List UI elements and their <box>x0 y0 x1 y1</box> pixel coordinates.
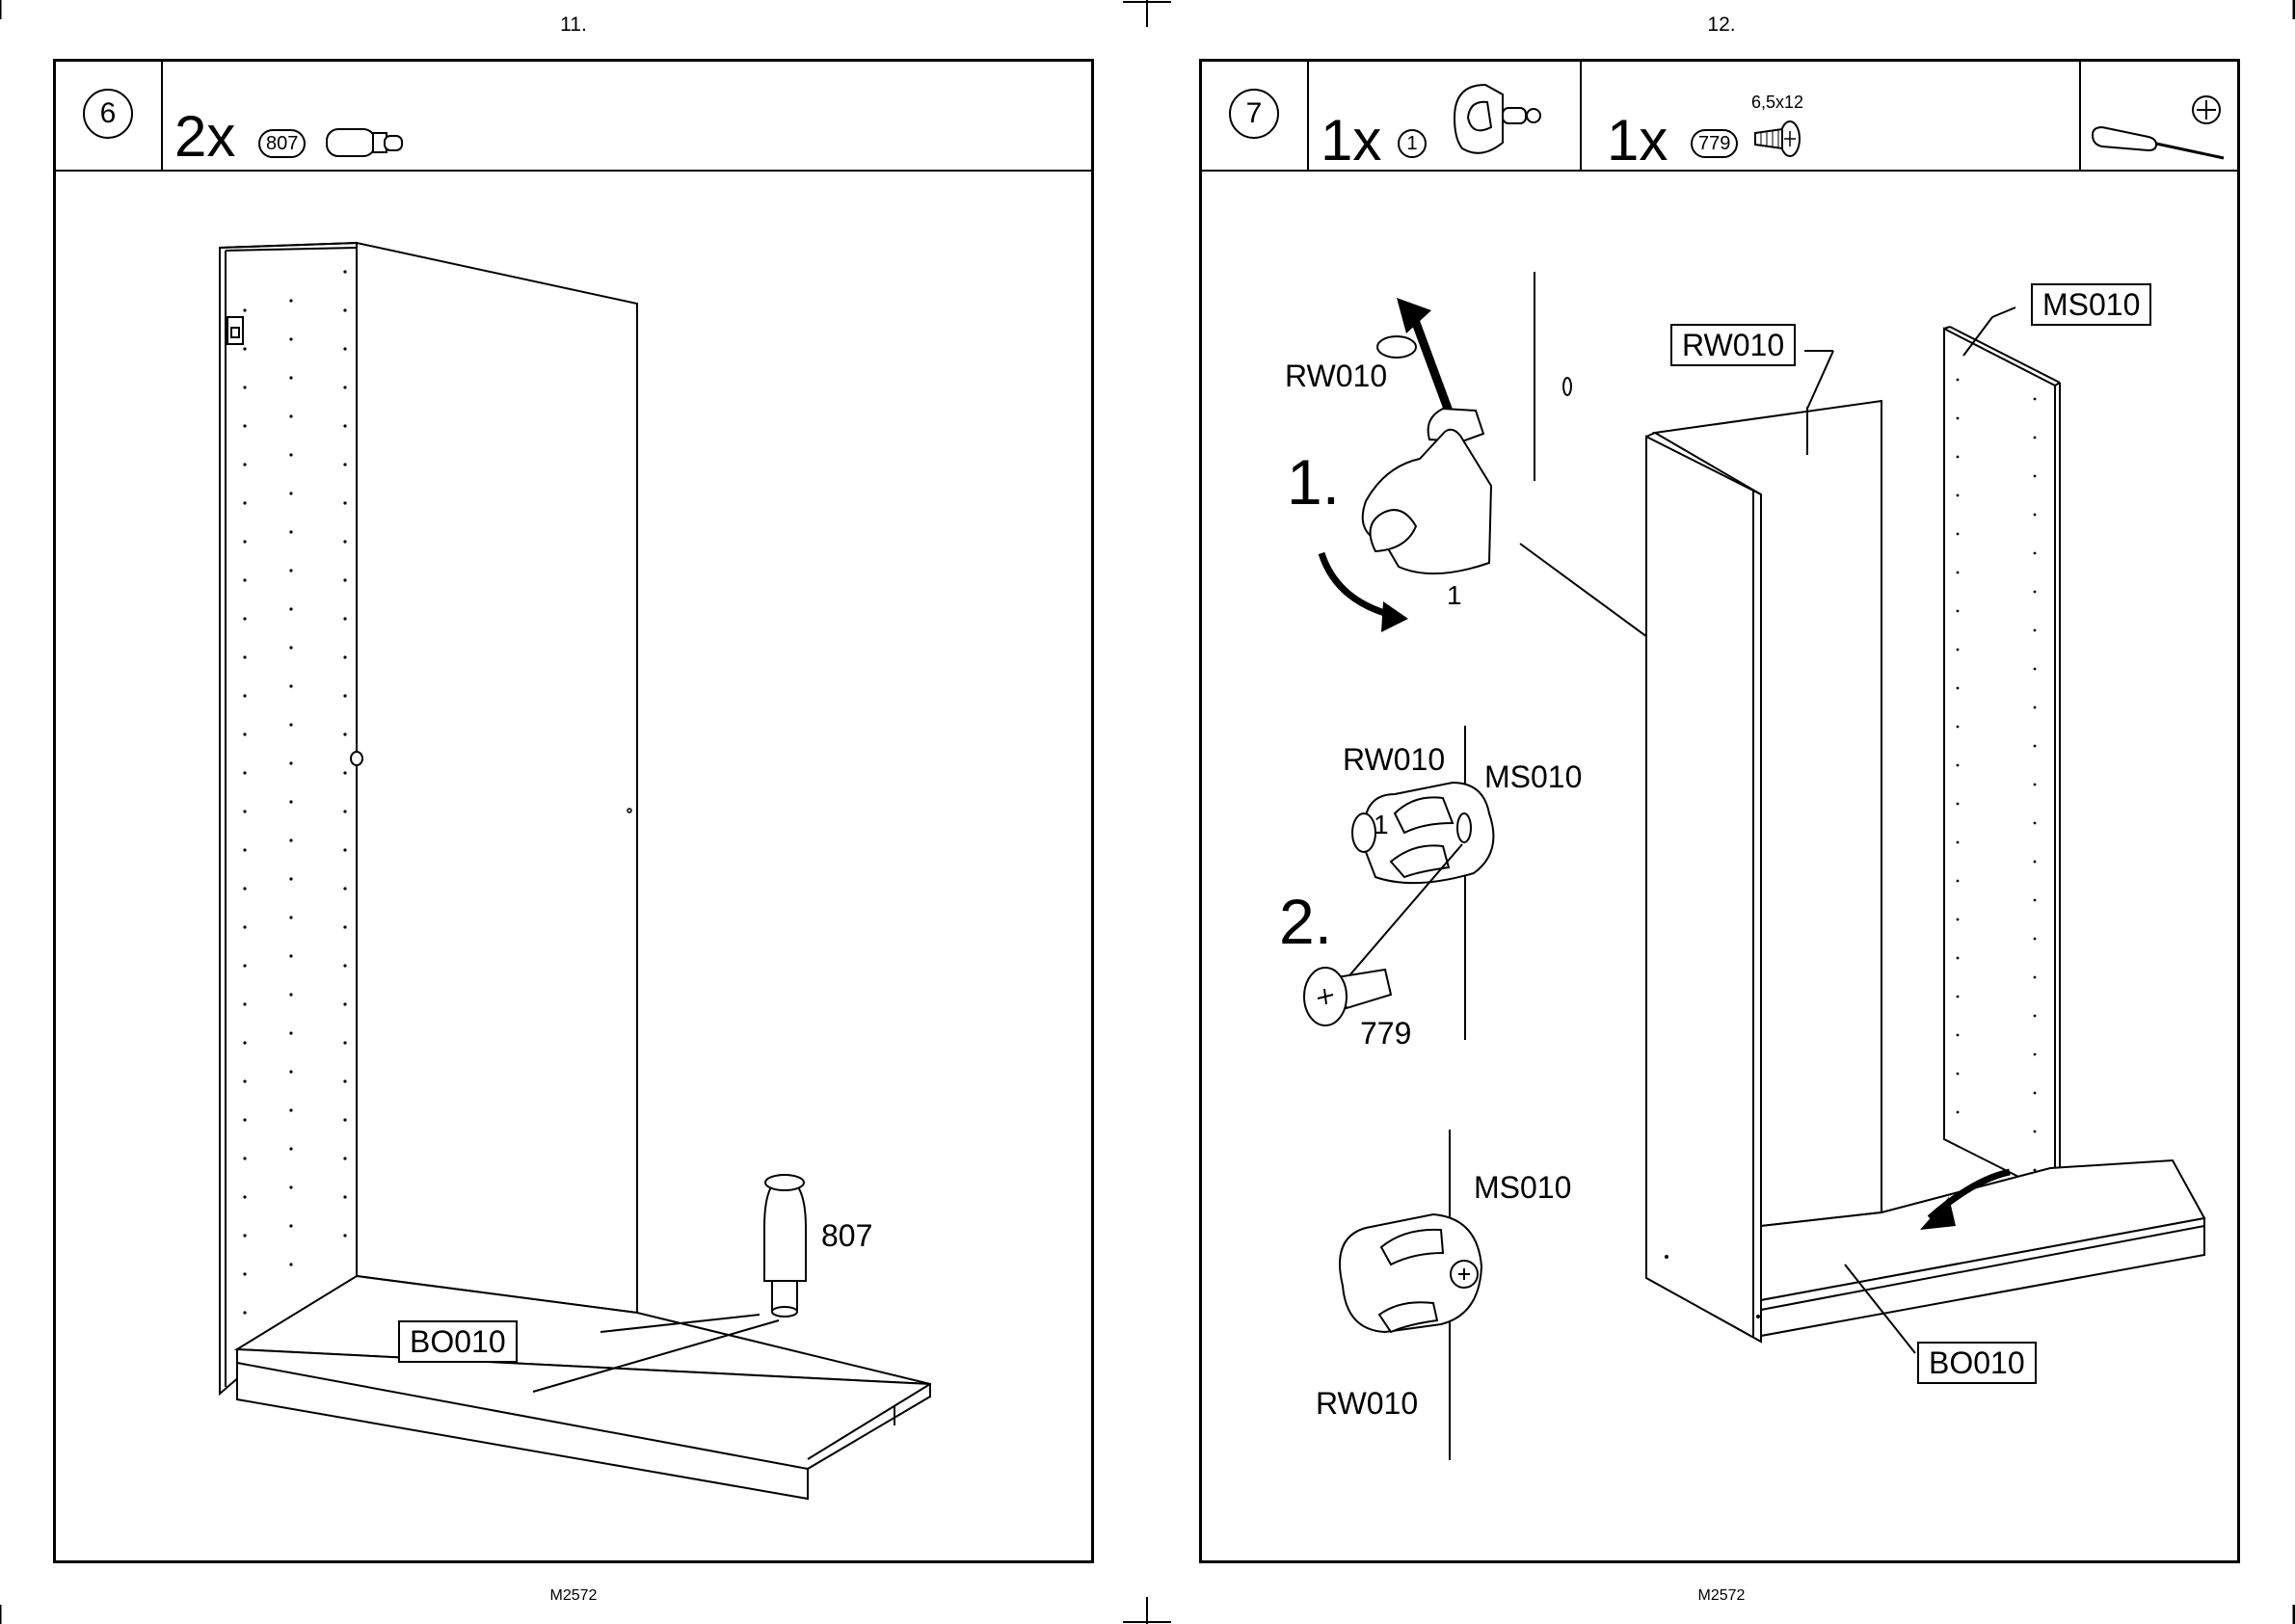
connector-rotate-detail <box>1321 298 1491 632</box>
rear-wall-label: RW010 <box>1343 742 1445 778</box>
step-6-panel: 6 2x 807 <box>53 59 1094 1563</box>
step-2-marker: 2. <box>1279 885 1332 958</box>
hinge-bracket <box>227 317 243 344</box>
mid-side-label: MS010 <box>1474 1170 1571 1206</box>
document-code: M2572 <box>516 1587 631 1605</box>
rear-wall-label: RW010 <box>1285 359 1387 394</box>
connector-fitted-detail <box>1340 1214 1481 1332</box>
document-code: M2572 <box>1664 1587 1779 1605</box>
part-1-label: 1 <box>1374 810 1389 840</box>
mid-side-label: MS010 <box>1484 759 1582 795</box>
step-1-marker: 1. <box>1287 445 1340 519</box>
page-number: 12. <box>1664 13 1779 37</box>
dowel-807-drawing <box>764 1175 806 1317</box>
rear-wall-tag: RW010 <box>1670 324 1796 366</box>
step-7-panel: 7 1x 1 1x 6,5x12 779 <box>1199 59 2240 1563</box>
rear-wall-label: RW010 <box>1316 1386 1418 1422</box>
mid-side-tag: MS010 <box>2031 283 2151 326</box>
dowel-label: 807 <box>821 1218 872 1254</box>
screw-label: 779 <box>1360 1016 1411 1052</box>
bottom-panel-tag: BO010 <box>1917 1342 2037 1384</box>
page-number: 11. <box>516 13 631 37</box>
cabinet-illustration <box>56 62 1091 1560</box>
part-1-label: 1 <box>1447 580 1462 611</box>
connector-mark <box>351 752 362 765</box>
bottom-panel-label: BO010 <box>398 1320 518 1363</box>
